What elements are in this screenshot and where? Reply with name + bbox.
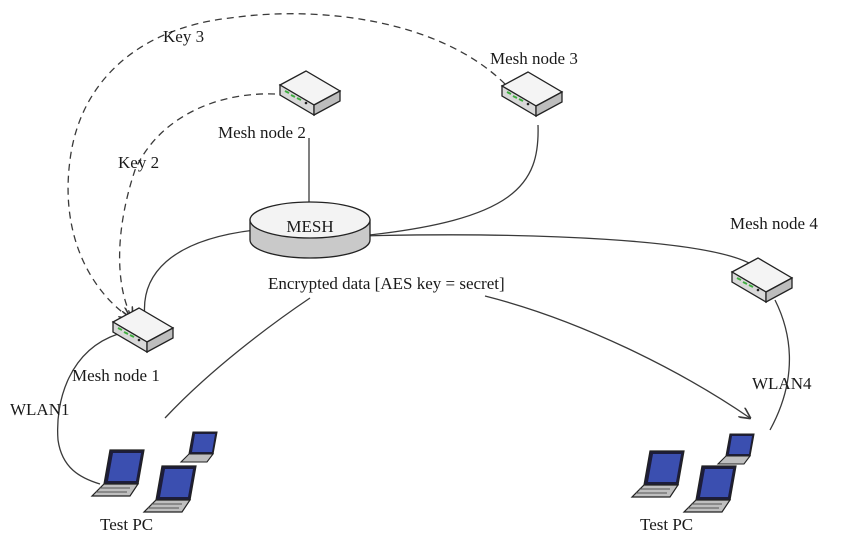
mesh-node-4-label: Mesh node 4 bbox=[730, 214, 818, 233]
mesh-node-1-label: Mesh node 1 bbox=[72, 366, 160, 385]
mesh-node-4-icon bbox=[731, 257, 793, 303]
link-node4-pc bbox=[769, 299, 791, 431]
test-pc-right-laptop-3-icon bbox=[683, 465, 737, 513]
link-node3-cloud bbox=[359, 124, 539, 237]
mesh-node-2-icon bbox=[279, 70, 341, 116]
encrypted-data-label: Encrypted data [AES key = secret] bbox=[268, 274, 505, 293]
mesh-cloud bbox=[249, 201, 371, 259]
test-pc-left-laptop-2-icon bbox=[180, 431, 218, 463]
mesh-node-3-icon bbox=[501, 71, 563, 117]
test-pc-right-laptop-1-icon bbox=[717, 433, 755, 465]
wlan1-label: WLAN1 bbox=[10, 400, 69, 419]
link-cloud-node1 bbox=[143, 229, 256, 319]
encrypted-arrow bbox=[484, 295, 750, 418]
key3-arc bbox=[67, 13, 506, 318]
link-cloud-node4 bbox=[359, 234, 758, 269]
test-pc-right-laptop-2-icon bbox=[631, 450, 685, 498]
key3-label: Key 3 bbox=[163, 27, 204, 46]
test-pc-left-laptop-1-icon bbox=[91, 449, 145, 497]
test-pc-right-label: Test PC bbox=[640, 515, 693, 534]
mesh-cloud-label: MESH bbox=[286, 217, 333, 236]
key2-arc bbox=[118, 93, 276, 318]
test-pc-left-laptop-3-icon bbox=[143, 465, 197, 513]
key2-label: Key 2 bbox=[118, 153, 159, 172]
mesh-node-1-icon bbox=[112, 307, 174, 353]
test-pc-left-label: Test PC bbox=[100, 515, 153, 534]
wlan4-label: WLAN4 bbox=[752, 374, 812, 393]
link-node1-pc bbox=[56, 333, 119, 485]
link-pc-cloud bbox=[164, 297, 311, 419]
mesh-node-3-label: Mesh node 3 bbox=[490, 49, 578, 68]
mesh-node-2-label: Mesh node 2 bbox=[218, 123, 306, 142]
